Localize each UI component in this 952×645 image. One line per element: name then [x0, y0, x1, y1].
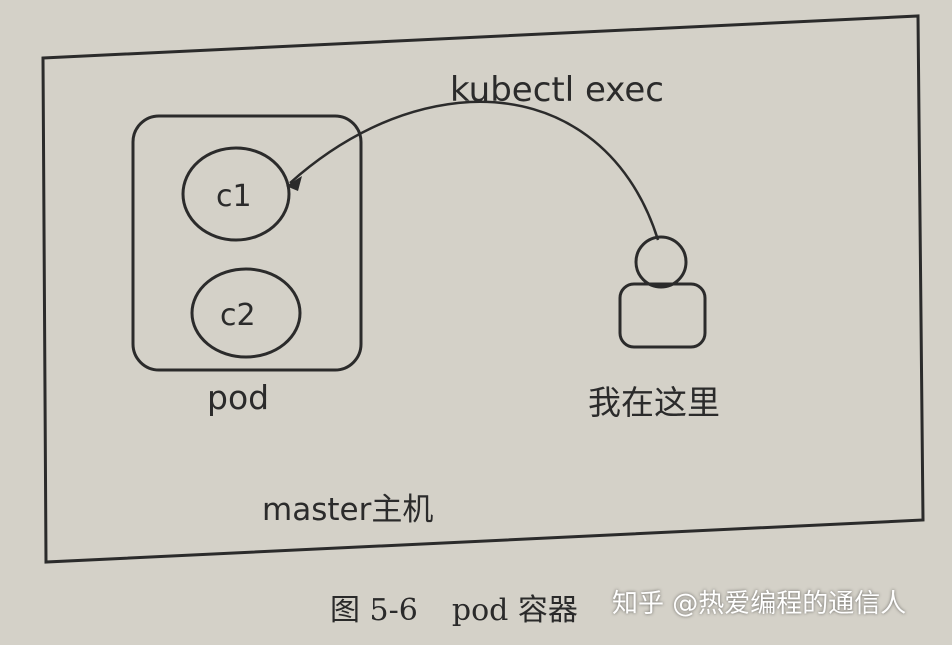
- pod-label: pod: [207, 378, 269, 417]
- master-host-box: [41, 14, 925, 564]
- pod-box: [131, 114, 363, 372]
- kubectl-exec-arrow: [289, 100, 660, 241]
- host-label: master主机: [262, 492, 433, 528]
- user-label: 我在这里: [588, 383, 720, 422]
- container-c1-label: c1: [216, 179, 252, 214]
- container-c1-ellipse: [181, 146, 291, 242]
- container-c2-ellipse: [190, 267, 302, 359]
- person-icon: [618, 235, 707, 349]
- container-c2-label: c2: [220, 298, 256, 333]
- figure-caption: 图 5-6 pod 容器: [330, 585, 578, 629]
- figure-number: 图 5-6: [330, 593, 418, 628]
- watermark: 知乎 @热爱编程的通信人: [612, 589, 907, 619]
- arrowhead-icon: [286, 176, 302, 191]
- arrow-label: kubectl exec: [450, 70, 664, 110]
- figure-title: pod 容器: [451, 593, 578, 628]
